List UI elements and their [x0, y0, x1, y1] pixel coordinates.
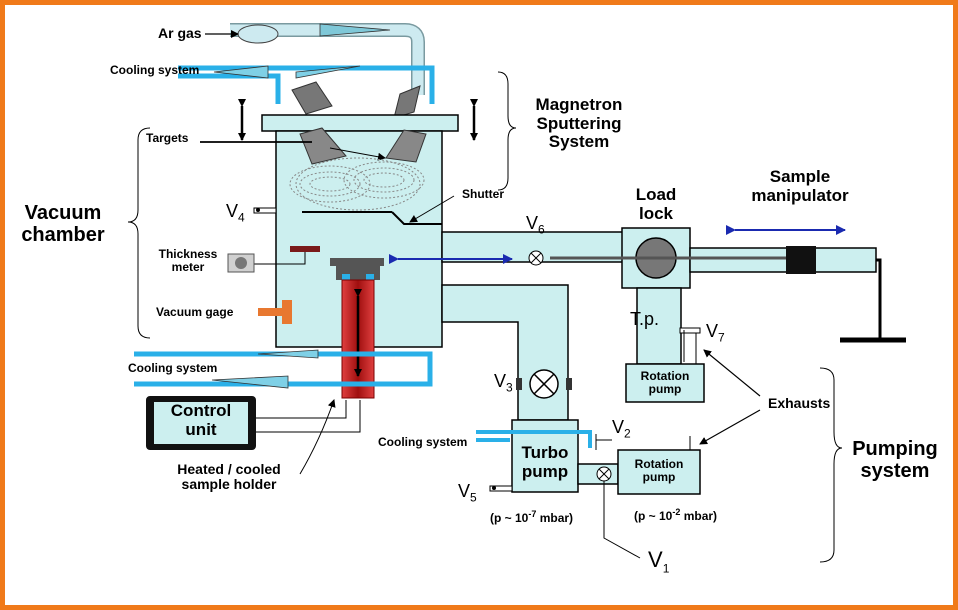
- turbo-pump-label: Turbo pump: [521, 443, 569, 481]
- shutter: [302, 195, 455, 225]
- sample-manipulator-block: [786, 246, 816, 274]
- vacuum-chamber-label: Vacuum chamber: [21, 202, 105, 246]
- plasma: [289, 157, 425, 211]
- exhausts-label: Exhausts: [768, 395, 831, 411]
- cooling-system-mid-label: Cooling system: [128, 361, 218, 375]
- cooling-line-top: [178, 65, 435, 104]
- v1-label: V1: [648, 547, 670, 576]
- rotation-pump-main-box: [617, 449, 701, 495]
- pressure-turbo-label: (p ~ 10-7 mbar): [490, 509, 574, 525]
- pump-pipe: [441, 284, 569, 421]
- v6-label: V6: [526, 213, 545, 237]
- control-unit-label: Control unit: [170, 401, 232, 439]
- magnetron-guns: [291, 81, 421, 119]
- magnetron-label: Magnetron Sputtering System: [535, 95, 623, 152]
- vacuum-gage: [258, 300, 292, 324]
- pressure-rot-label: (p ~ 10-2 mbar): [634, 507, 718, 523]
- valve-icon-v7: [679, 327, 701, 334]
- cooling-system-top-label: Cooling system: [110, 63, 200, 77]
- tp-label: T.p.: [630, 309, 660, 329]
- v4-label: V4: [226, 201, 245, 225]
- v7-label: V7: [706, 321, 725, 345]
- valve-icon-v3: [516, 369, 572, 399]
- rotation-pump-main-label: Rotation pump: [634, 457, 684, 485]
- ar-gas-line: [205, 23, 425, 95]
- thickness-meter-label: Thickness meter: [158, 247, 218, 275]
- targets-label: Targets: [146, 131, 189, 145]
- valve-icon-v5: [489, 485, 513, 492]
- top-flange: [261, 114, 459, 132]
- rotation-pump-small-box: [625, 363, 705, 403]
- v2-label: V2: [612, 417, 631, 441]
- pumping-system-label: Pumping system: [852, 438, 938, 482]
- thickness-meter: [227, 246, 320, 273]
- sample-manipulator-label: Sample manipulator: [751, 167, 849, 205]
- v5-label: V5: [458, 481, 477, 505]
- sample-holder: [330, 258, 384, 399]
- valve-icon-v4: [253, 207, 277, 214]
- rotation-pump-small-label: Rotation pump: [640, 369, 690, 397]
- cooling-line-mid: [134, 349, 433, 389]
- ar-gas-label: Ar gas: [158, 25, 202, 41]
- valve-icon-v6: [528, 250, 544, 266]
- heated-holder-label: Heated / cooled sample holder: [177, 461, 281, 493]
- vacuum-gage-label: Vacuum gage: [156, 305, 234, 319]
- targets: [200, 127, 427, 165]
- valve-icon-v1: [596, 466, 612, 482]
- v3-label: V3: [494, 371, 513, 395]
- manipulator-tube: [689, 247, 877, 273]
- load-lock-label: Load lock: [635, 185, 677, 223]
- shutter-label: Shutter: [462, 187, 504, 201]
- cooling-system-turbo-label: Cooling system: [378, 435, 468, 449]
